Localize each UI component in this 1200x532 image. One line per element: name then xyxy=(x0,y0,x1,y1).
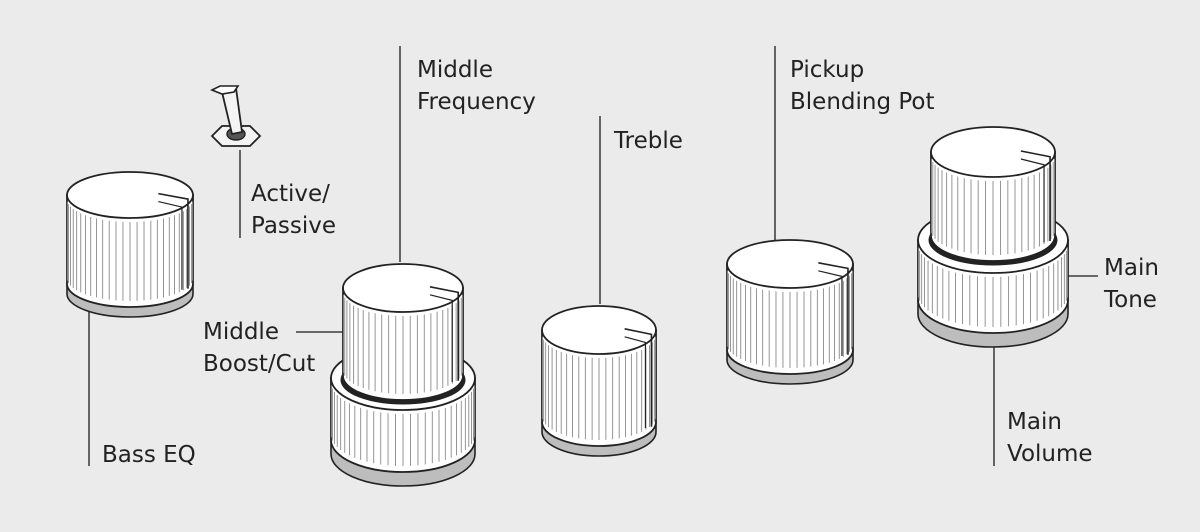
knob-top xyxy=(541,305,657,355)
knob-pickup-blending-pot xyxy=(726,239,854,385)
knob-top xyxy=(66,171,194,219)
knob-top xyxy=(726,239,854,289)
knob-pointer-edge xyxy=(818,270,843,356)
label-active-passive: Active/ Passive xyxy=(251,181,337,239)
label-main-volume: Main Volume xyxy=(1007,409,1093,467)
knob-pointer-edge xyxy=(429,294,453,382)
knob-bass-eq xyxy=(66,171,194,318)
knob-main-stacked xyxy=(917,126,1069,348)
label-treble: Treble xyxy=(614,128,683,154)
label-middle-frequency: Middle Frequency xyxy=(417,57,536,115)
knob-top xyxy=(930,126,1056,178)
knob-treble xyxy=(541,305,657,457)
knob-pointer xyxy=(1020,150,1051,241)
knob-pointer xyxy=(624,328,653,427)
knob-pointer-edge xyxy=(624,336,647,428)
label-bass-eq: Bass EQ xyxy=(102,442,196,468)
knob-pointer xyxy=(429,286,459,381)
toggle-switch-icon xyxy=(210,85,262,147)
label-pickup-blending-pot: Pickup Blending Pot xyxy=(790,57,935,115)
knob-pointer xyxy=(818,262,849,355)
label-middle-boost-cut: Middle Boost/Cut xyxy=(203,319,316,377)
knob-pointer-edge xyxy=(1020,158,1045,243)
label-main-tone: Main Tone xyxy=(1104,255,1159,313)
toggle-lever-tip xyxy=(210,85,240,95)
knob-top xyxy=(342,263,464,313)
knob-pointer-edge xyxy=(158,201,183,290)
knob-pointer xyxy=(158,192,189,289)
knob-middle-stacked xyxy=(330,263,476,487)
